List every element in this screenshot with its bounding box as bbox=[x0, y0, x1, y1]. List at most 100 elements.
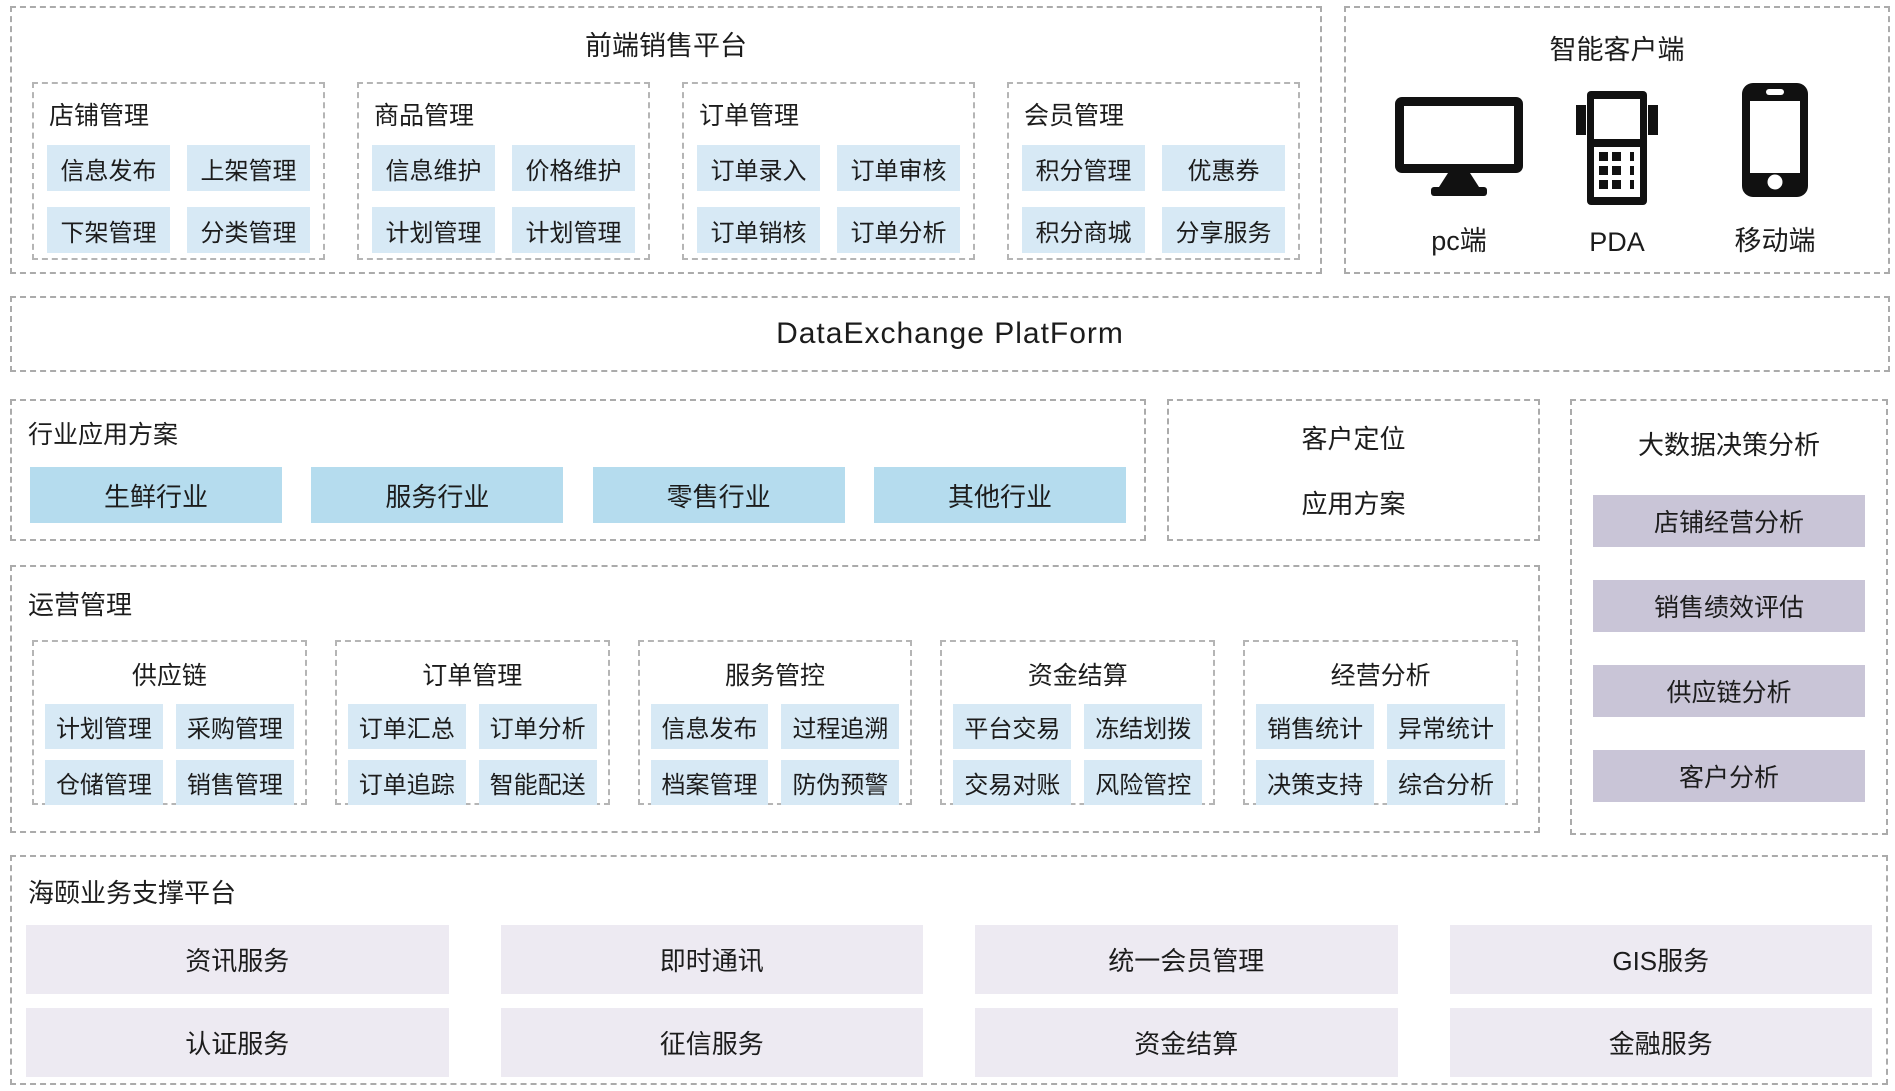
module-box: 过程追溯 bbox=[781, 704, 900, 749]
device-label: pc端 bbox=[1431, 226, 1487, 256]
service-box: GIS服务 bbox=[1449, 925, 1872, 994]
operations-groups: 供应链 计划管理 采购管理 仓储管理 销售管理 订单管理 订单汇总 订单分析 订… bbox=[32, 640, 1518, 805]
module-box: 订单销核 bbox=[697, 207, 820, 253]
module-box: 销售统计 bbox=[1256, 704, 1375, 749]
group-business-analysis: 经营分析 销售统计 异常统计 决策支持 综合分析 bbox=[1243, 640, 1518, 805]
group-title: 供应链 bbox=[131, 662, 207, 690]
module-box: 信息维护 bbox=[372, 145, 495, 191]
industry-solutions-panel: 行业应用方案 生鲜行业 服务行业 零售行业 其他行业 bbox=[10, 399, 1146, 541]
support-platform-panel: 海颐业务支撑平台 资讯服务 即时通讯 统一会员管理 GIS服务 认证服务 征信服… bbox=[10, 855, 1888, 1085]
analysis-box: 客户分析 bbox=[1593, 750, 1865, 802]
industry-box: 零售行业 bbox=[592, 467, 845, 523]
analysis-box: 供应链分析 bbox=[1593, 665, 1865, 717]
module-box: 计划管理 bbox=[45, 704, 163, 749]
group-title: 资金结算 bbox=[1027, 662, 1128, 690]
module-box: 订单汇总 bbox=[347, 704, 466, 749]
front-platform-groups: 店铺管理 信息发布 上架管理 下架管理 分类管理 商品管理 信息维护 价格维护 … bbox=[32, 82, 1300, 260]
group-items: 销售统计 异常统计 决策支持 综合分析 bbox=[1256, 704, 1505, 805]
module-box: 异常统计 bbox=[1387, 704, 1505, 749]
group-supply-chain: 供应链 计划管理 采购管理 仓储管理 销售管理 bbox=[32, 640, 307, 805]
module-box: 积分商城 bbox=[1022, 207, 1145, 253]
module-box: 计划管理 bbox=[372, 207, 495, 253]
module-box: 价格维护 bbox=[512, 145, 635, 191]
service-box: 即时通讯 bbox=[500, 925, 923, 994]
service-box: 统一会员管理 bbox=[975, 925, 1398, 994]
module-box: 订单录入 bbox=[697, 145, 820, 191]
smart-client-panel: 智能客户端 pc端 bbox=[1344, 6, 1890, 274]
industry-box: 其他行业 bbox=[873, 467, 1126, 523]
industry-box: 服务行业 bbox=[311, 467, 564, 523]
group-fund-settlement: 资金结算 平台交易 冻结划拨 交易对账 风险管控 bbox=[940, 640, 1216, 805]
module-box: 订单审核 bbox=[837, 145, 960, 191]
group-title: 经营分析 bbox=[1330, 662, 1431, 690]
group-items: 计划管理 采购管理 仓储管理 销售管理 bbox=[45, 704, 294, 805]
module-box: 交易对账 bbox=[953, 760, 1072, 805]
analysis-box: 销售绩效评估 bbox=[1593, 580, 1865, 632]
group-order-management: 订单管理 订单汇总 订单分析 订单追踪 智能配送 bbox=[334, 640, 610, 805]
support-services: 资讯服务 即时通讯 统一会员管理 GIS服务 认证服务 征信服务 资金结算 金融… bbox=[26, 925, 1872, 1077]
group-order-management: 订单管理 订单录入 订单审核 订单销核 订单分析 bbox=[682, 82, 975, 260]
group-title: 服务管控 bbox=[724, 662, 825, 690]
data-exchange-platform-panel: DataExchange PlatForm bbox=[10, 296, 1890, 372]
front-sales-platform-panel: 前端销售平台 店铺管理 信息发布 上架管理 下架管理 分类管理 商品管理 信息维… bbox=[10, 6, 1322, 274]
customer-positioning-panel: 客户定位 应用方案 bbox=[1167, 399, 1540, 541]
group-items: 订单汇总 订单分析 订单追踪 智能配送 bbox=[347, 704, 597, 805]
module-box: 分享服务 bbox=[1162, 207, 1285, 253]
big-data-title: 大数据决策分析 bbox=[1637, 430, 1820, 460]
industry-box: 生鲜行业 bbox=[30, 467, 282, 523]
group-title: 店铺管理 bbox=[49, 102, 150, 130]
group-service-control: 服务管控 信息发布 过程追溯 档案管理 防伪预警 bbox=[637, 640, 913, 805]
module-box: 采购管理 bbox=[175, 704, 294, 749]
module-box: 积分管理 bbox=[1022, 145, 1145, 191]
group-title: 订单管理 bbox=[422, 662, 523, 690]
module-box: 分类管理 bbox=[187, 207, 310, 253]
group-items: 订单录入 订单审核 订单销核 订单分析 bbox=[697, 145, 960, 253]
device-pc: pc端 bbox=[1380, 86, 1538, 258]
module-box: 防伪预警 bbox=[781, 760, 900, 805]
support-platform-title: 海颐业务支撑平台 bbox=[28, 878, 237, 908]
desktop-monitor-icon bbox=[1393, 95, 1525, 197]
service-box: 金融服务 bbox=[1449, 1008, 1872, 1077]
module-box: 智能配送 bbox=[478, 760, 597, 805]
module-box: 仓储管理 bbox=[45, 760, 163, 805]
module-box: 下架管理 bbox=[47, 207, 170, 253]
operations-title: 运营管理 bbox=[28, 590, 133, 620]
module-box: 平台交易 bbox=[953, 704, 1072, 749]
device-mobile: 移动端 bbox=[1696, 83, 1854, 258]
device-pda: PDA bbox=[1538, 86, 1696, 258]
operations-management-panel: 运营管理 供应链 计划管理 采购管理 仓储管理 销售管理 订单管理 订单汇总 订… bbox=[10, 565, 1540, 833]
group-title: 商品管理 bbox=[374, 102, 475, 130]
module-box: 综合分析 bbox=[1387, 760, 1505, 805]
device-label: PDA bbox=[1589, 227, 1645, 257]
module-box: 订单追踪 bbox=[347, 760, 466, 805]
smart-client-devices: pc端 bbox=[1380, 83, 1854, 258]
module-box: 销售管理 bbox=[175, 760, 294, 805]
module-box: 订单分析 bbox=[478, 704, 597, 749]
group-items: 信息发布 过程追溯 档案管理 防伪预警 bbox=[650, 704, 900, 805]
group-items: 积分管理 优惠券 积分商城 分享服务 bbox=[1022, 145, 1285, 253]
front-platform-title: 前端销售平台 bbox=[585, 31, 747, 61]
module-box: 风险管控 bbox=[1084, 760, 1203, 805]
smart-client-title: 智能客户端 bbox=[1549, 35, 1685, 65]
customer-positioning-line: 应用方案 bbox=[1301, 489, 1406, 519]
customer-positioning-line: 客户定位 bbox=[1301, 424, 1406, 454]
industry-items: 生鲜行业 服务行业 零售行业 其他行业 bbox=[30, 467, 1126, 523]
module-box: 优惠券 bbox=[1162, 145, 1285, 191]
group-store-management: 店铺管理 信息发布 上架管理 下架管理 分类管理 bbox=[32, 82, 325, 260]
group-title: 会员管理 bbox=[1024, 102, 1125, 130]
industry-solutions-title: 行业应用方案 bbox=[28, 421, 179, 449]
group-member-management: 会员管理 积分管理 优惠券 积分商城 分享服务 bbox=[1007, 82, 1300, 260]
smartphone-icon bbox=[1742, 83, 1808, 197]
module-box: 档案管理 bbox=[650, 760, 769, 805]
pda-device-icon bbox=[1576, 91, 1658, 205]
module-box: 冻结划拨 bbox=[1084, 704, 1203, 749]
service-box: 征信服务 bbox=[500, 1008, 923, 1077]
big-data-analysis-panel: 大数据决策分析 店铺经营分析 销售绩效评估 供应链分析 客户分析 bbox=[1570, 399, 1888, 835]
group-items: 信息维护 价格维护 计划管理 计划管理 bbox=[372, 145, 635, 253]
analysis-box: 店铺经营分析 bbox=[1593, 495, 1865, 547]
group-product-management: 商品管理 信息维护 价格维护 计划管理 计划管理 bbox=[357, 82, 650, 260]
device-label: 移动端 bbox=[1734, 226, 1816, 256]
service-box: 认证服务 bbox=[26, 1008, 449, 1077]
group-title: 订单管理 bbox=[699, 102, 800, 130]
